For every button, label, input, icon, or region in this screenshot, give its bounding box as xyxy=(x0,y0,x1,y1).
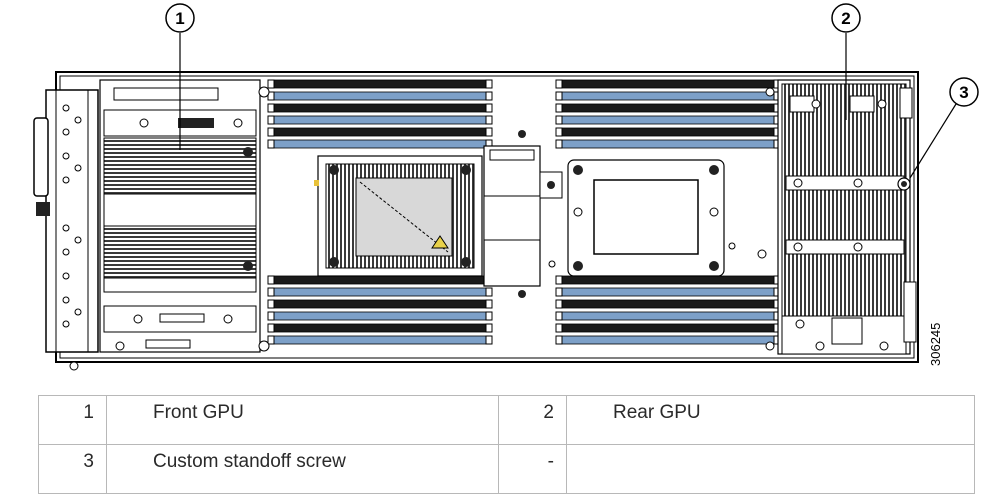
legend-desc-standoff-screw: Custom standoff screw xyxy=(106,444,499,494)
callout-1: 1 xyxy=(165,3,195,150)
dimm-slot xyxy=(273,139,487,149)
callout-3: 3 xyxy=(909,77,979,179)
dimm-slot xyxy=(561,299,775,309)
dimm-slot xyxy=(273,103,487,113)
cpu-bracket xyxy=(483,130,563,298)
legend-number-3: 3 xyxy=(38,444,107,494)
dimm-latch xyxy=(555,115,563,125)
dimm-slot xyxy=(273,299,487,309)
dimm-latch xyxy=(485,299,493,309)
dimm-latch xyxy=(555,139,563,149)
dimm-latch xyxy=(485,311,493,321)
dimm-slot xyxy=(273,275,487,285)
dimm-slot xyxy=(273,127,487,137)
dimm-slot xyxy=(273,335,487,345)
dimm-latch xyxy=(267,311,275,321)
dimm-slot xyxy=(561,335,775,345)
legend-table: 1 Front GPU 2 Rear GPU 3 Custom standoff… xyxy=(38,395,975,494)
dimm-latch xyxy=(485,91,493,101)
dimm-slot xyxy=(273,323,487,333)
rear-gpu xyxy=(777,79,917,355)
dimm-slot xyxy=(273,287,487,297)
dimm-slot xyxy=(273,115,487,125)
legend-number-1: 1 xyxy=(38,395,107,445)
legend-desc-front-gpu: Front GPU xyxy=(106,395,499,445)
dimm-latch xyxy=(555,311,563,321)
front-bezel xyxy=(33,89,99,371)
dimm-latch xyxy=(485,323,493,333)
dimm-slot xyxy=(561,275,775,285)
table-row: 1 Front GPU 2 Rear GPU xyxy=(38,395,975,445)
dimm-latch xyxy=(555,103,563,113)
callout-1-label: 1 xyxy=(175,9,184,28)
dimm-slot xyxy=(561,311,775,321)
dimm-latch xyxy=(267,335,275,345)
dimm-latch xyxy=(267,91,275,101)
dimm-latch xyxy=(555,79,563,89)
dimm-slot xyxy=(561,323,775,333)
dimm-slot xyxy=(273,311,487,321)
dimm-banks xyxy=(267,79,781,345)
cpu2-socket xyxy=(567,159,736,277)
legend-desc-rear-gpu: Rear GPU xyxy=(566,395,975,445)
dimm-slot xyxy=(561,103,775,113)
standoff-screw xyxy=(897,177,911,191)
dimm-latch xyxy=(267,115,275,125)
dimm-slot xyxy=(561,287,775,297)
figure-id: 306245 xyxy=(928,323,943,366)
dimm-latch xyxy=(555,299,563,309)
dimm-latch xyxy=(555,127,563,137)
dimm-latch xyxy=(267,287,275,297)
dimm-latch xyxy=(485,79,493,89)
dimm-latch xyxy=(555,323,563,333)
legend-number-2: 2 xyxy=(498,395,567,445)
dimm-latch xyxy=(485,115,493,125)
dimm-latch xyxy=(267,103,275,113)
dimm-latch xyxy=(267,275,275,285)
dimm-slot xyxy=(561,91,775,101)
dimm-latch xyxy=(555,335,563,345)
dimm-latch xyxy=(267,79,275,89)
dimm-latch xyxy=(267,139,275,149)
dimm-latch xyxy=(267,127,275,137)
dimm-latch xyxy=(555,91,563,101)
server-node-diagram: 1 2 3 306245 xyxy=(33,3,979,371)
dimm-slot xyxy=(273,91,487,101)
dimm-latch xyxy=(485,335,493,345)
dimm-latch xyxy=(485,127,493,137)
legend-desc-empty xyxy=(566,444,975,494)
legend-number-empty: - xyxy=(498,444,567,494)
dimm-latch xyxy=(485,103,493,113)
dimm-latch xyxy=(555,275,563,285)
dimm-slot xyxy=(561,139,775,149)
dimm-slot xyxy=(561,127,775,137)
dimm-latch xyxy=(555,287,563,297)
dimm-latch xyxy=(267,299,275,309)
callout-2-label: 2 xyxy=(841,9,850,28)
dimm-slot xyxy=(273,79,487,89)
dimm-slot xyxy=(561,115,775,125)
cpu1-heatsink xyxy=(314,155,483,277)
dimm-slot xyxy=(561,79,775,89)
dimm-latch xyxy=(267,323,275,333)
dimm-latch xyxy=(485,287,493,297)
callout-2: 2 xyxy=(831,3,861,120)
table-row: 3 Custom standoff screw - xyxy=(38,444,975,494)
board-screws xyxy=(258,86,775,352)
callout-3-label: 3 xyxy=(959,83,968,102)
